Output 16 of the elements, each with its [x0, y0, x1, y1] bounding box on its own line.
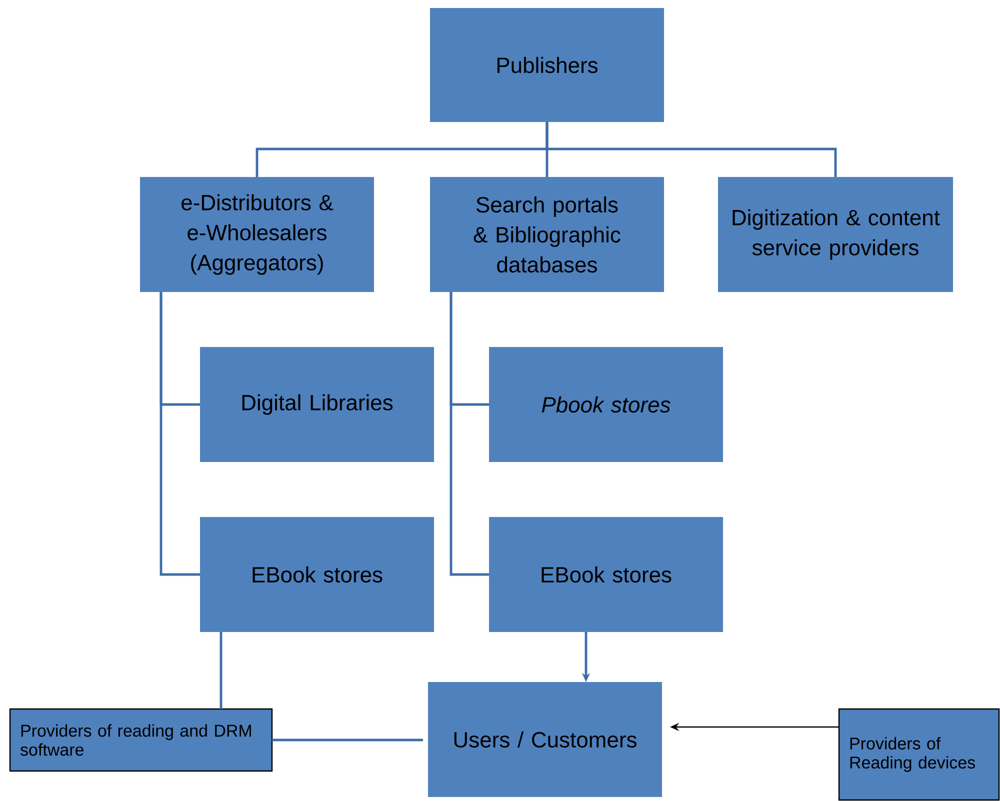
process-box: Publishers: [430, 8, 664, 122]
process-box: Pbook stores: [489, 347, 723, 462]
process-box: EBook stores: [200, 517, 434, 632]
process-box: EBook stores: [489, 517, 723, 632]
process-box: Search portals & Bibliographic databases: [430, 177, 664, 292]
connector: [220, 632, 222, 709]
process-box: e-Distributors & e-Wholesalers (Aggregators): [140, 177, 374, 292]
connector: [160, 292, 200, 576]
connector: [272, 738, 423, 742]
process-box: Users / Customers: [428, 682, 662, 797]
provider-box: Providers of reading and DRM software: [9, 708, 273, 772]
process-box: Digital Libraries: [200, 347, 434, 462]
provider-box: Providers of Reading devices: [838, 708, 1000, 801]
connector: [546, 122, 837, 177]
connector: [450, 292, 489, 576]
process-box: Digitization & content service providers: [718, 177, 954, 292]
